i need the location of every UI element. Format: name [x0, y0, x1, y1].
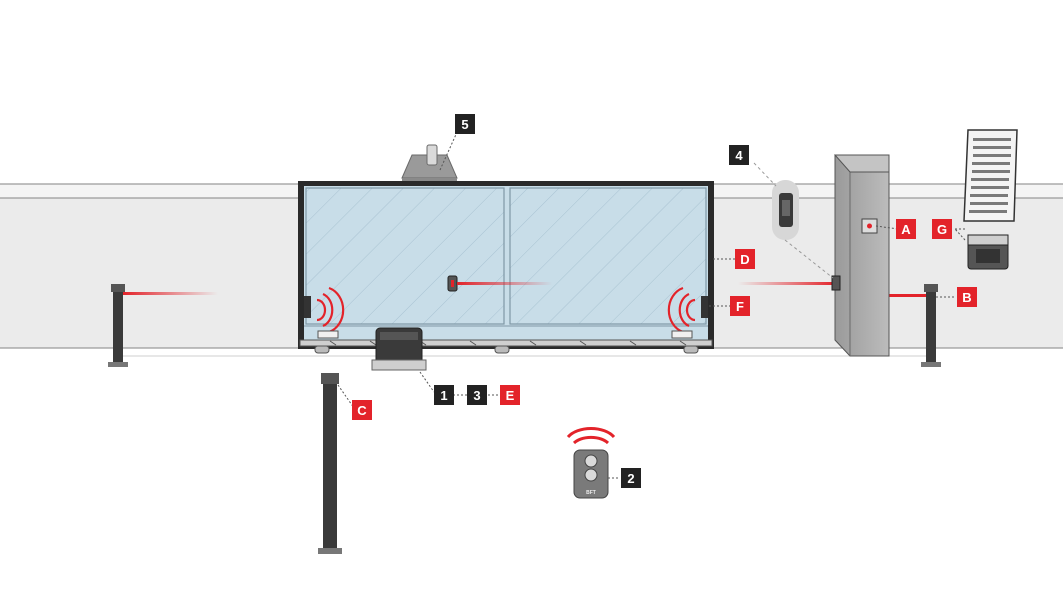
- solar-panel-icon: [963, 129, 1018, 222]
- gate-motor-icon: [371, 327, 427, 371]
- svg-text:2: 2: [627, 471, 634, 486]
- svg-text:D: D: [740, 252, 749, 267]
- callout-a: A: [896, 219, 916, 239]
- callout-e: E: [500, 385, 520, 405]
- svg-text:G: G: [937, 222, 947, 237]
- pillar-photocell-beam: [738, 282, 836, 285]
- callout-c: C: [352, 400, 372, 420]
- photocell-detail-icon: [753, 162, 834, 279]
- callout-1: 1: [434, 385, 454, 405]
- svg-text:E: E: [506, 388, 515, 403]
- photocell-post-left-icon: [108, 284, 218, 367]
- gate-pillar: [833, 154, 890, 357]
- callout-3: 3: [467, 385, 487, 405]
- svg-text:3: 3: [473, 388, 480, 403]
- leader-lines: [337, 129, 966, 479]
- callout-4: 4: [729, 145, 749, 165]
- battery-box-icon: [967, 234, 1009, 270]
- remote-brand-label: BFT: [586, 490, 596, 496]
- gate-photocell-icon: [447, 275, 552, 292]
- svg-text:A: A: [901, 222, 911, 237]
- callout-g: G: [932, 219, 952, 239]
- sliding-gate: [298, 181, 714, 354]
- svg-text:F: F: [736, 299, 744, 314]
- svg-text:C: C: [357, 403, 367, 418]
- safety-edge-icon: [304, 286, 708, 339]
- callout-b: B: [957, 287, 977, 307]
- remote-control-icon: BFT: [566, 426, 616, 499]
- callout-f: F: [730, 296, 750, 316]
- pillar-photocell-icon: [831, 275, 841, 291]
- svg-text:5: 5: [461, 117, 468, 132]
- callout-d: D: [735, 249, 755, 269]
- callout-2: 2: [621, 468, 641, 488]
- key-selector-icon: [861, 218, 878, 234]
- photocell-column-icon: [318, 373, 342, 554]
- svg-text:4: 4: [735, 148, 743, 163]
- svg-text:1: 1: [440, 388, 447, 403]
- svg-text:B: B: [962, 290, 971, 305]
- callout-5: 5: [455, 114, 475, 134]
